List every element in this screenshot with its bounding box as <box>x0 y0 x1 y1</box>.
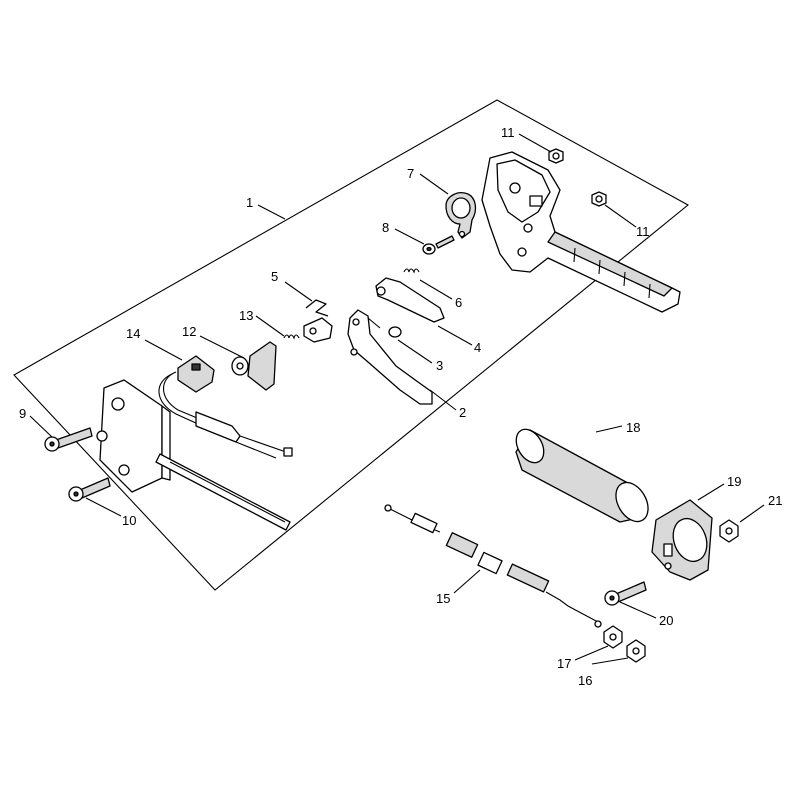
callout-11-right: 11 <box>636 224 650 239</box>
callout-16: 16 <box>578 673 592 688</box>
part-17-washer <box>603 625 623 649</box>
callout-7: 7 <box>407 166 414 181</box>
part-13-spring <box>283 334 300 340</box>
part-15-cable <box>384 504 602 628</box>
side-cover <box>96 379 291 531</box>
callout-13: 13 <box>239 308 253 323</box>
callout-3: 3 <box>436 358 443 373</box>
callout-20: 20 <box>659 613 673 628</box>
callout-21: 21 <box>768 493 782 508</box>
part-16-nut <box>626 639 646 663</box>
leader-lines <box>29 133 765 665</box>
callout-19: 19 <box>727 474 741 489</box>
callout-9: 9 <box>19 406 26 421</box>
callout-18: 18 <box>626 420 640 435</box>
assembly-outline <box>13 99 689 591</box>
part-12-stop-block <box>231 317 333 391</box>
callout-6: 6 <box>455 295 462 310</box>
callout-1: 1 <box>246 195 253 210</box>
part-5-clip <box>305 299 329 317</box>
part-19-cap <box>651 499 713 581</box>
part-14-switch-wire <box>158 355 293 459</box>
part-11-nut-top <box>548 148 564 164</box>
part-6-spring <box>403 268 420 274</box>
callout-5: 5 <box>271 269 278 284</box>
part-18-grip-sleeve <box>515 428 649 523</box>
callout-17: 17 <box>557 656 571 671</box>
part-9-screw <box>44 427 93 452</box>
part-7-clamp <box>445 192 477 239</box>
part-4-lever <box>375 277 445 323</box>
callout-4: 4 <box>474 340 481 355</box>
part-21-nut <box>719 519 739 543</box>
part-11-nut-right <box>591 191 607 207</box>
callout-14: 14 <box>126 326 140 341</box>
part-20-bolt <box>604 581 647 606</box>
handle-housing <box>481 151 681 313</box>
callout-15: 15 <box>436 591 450 606</box>
part-10-screw <box>68 477 111 502</box>
part-2-trigger <box>347 309 433 405</box>
callout-10: 10 <box>122 513 136 528</box>
callout-8: 8 <box>382 220 389 235</box>
part-3-spring <box>388 326 402 338</box>
callout-2: 2 <box>459 405 466 420</box>
part-8-screw <box>422 235 455 255</box>
callouts: 1 2 3 4 5 6 7 8 9 10 11 11 12 13 14 15 1… <box>19 125 782 688</box>
callout-11-top: 11 <box>501 125 515 140</box>
callout-12: 12 <box>182 324 196 339</box>
